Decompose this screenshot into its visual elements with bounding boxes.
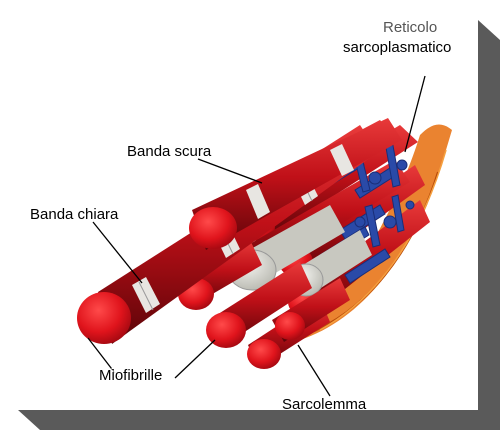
label-reticolo: Reticolo bbox=[383, 20, 437, 35]
label-sarcolemma: Sarcolemma bbox=[282, 397, 366, 412]
label-banda-scura: Banda scura bbox=[127, 144, 211, 159]
label-miofibrille: Miofibrille bbox=[99, 368, 162, 383]
label-reticolo-line2: sarcoplasmatico bbox=[343, 40, 451, 55]
label-banda-chiara: Banda chiara bbox=[30, 207, 118, 222]
